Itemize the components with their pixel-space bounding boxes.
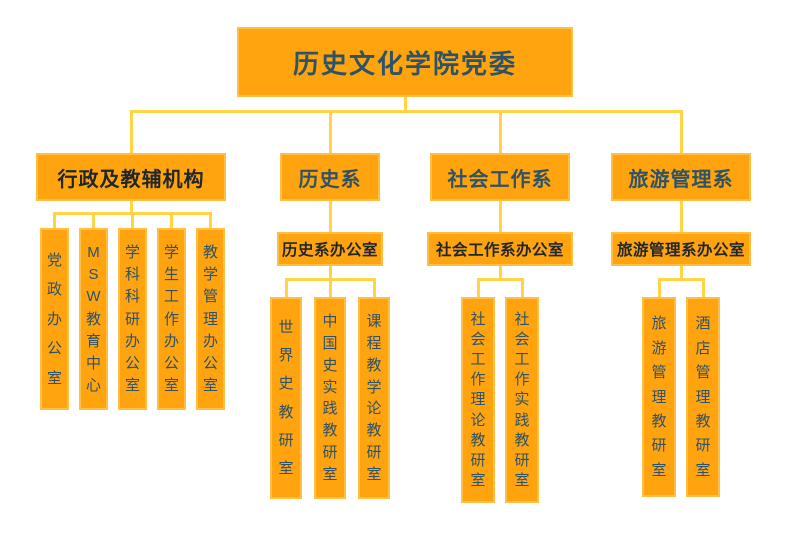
connector-line	[329, 110, 332, 153]
org-node-social-work-dept: 社会工作系	[430, 153, 570, 201]
connector-line	[53, 212, 56, 228]
connector-line	[285, 278, 288, 297]
org-leaf-chinese-history-practice: 中国史实践教研室	[314, 297, 346, 499]
connector-line	[404, 97, 407, 110]
connector-line	[680, 266, 683, 278]
org-leaf-tourism-management: 旅游管理教研室	[642, 297, 676, 497]
org-leaf-curriculum-pedagogy: 课程教学论教研室	[358, 297, 390, 499]
connector-line	[680, 110, 683, 153]
connector-line	[499, 110, 502, 153]
org-leaf-hotel-management: 酒店管理教研室	[686, 297, 720, 497]
connector-line	[477, 278, 480, 297]
connector-line	[130, 110, 133, 153]
org-node-tourism-office: 旅游管理系办公室	[611, 232, 751, 266]
connector-line	[477, 278, 524, 281]
org-leaf-research-office: 学科科研办公室	[118, 228, 147, 410]
org-leaf-social-work-theory: 社会工作理论教研室	[461, 297, 495, 503]
org-node-root: 历史文化学院党委	[237, 27, 573, 97]
connector-line	[658, 278, 705, 281]
connector-line	[131, 212, 134, 228]
connector-line	[329, 278, 332, 297]
org-node-history-dept-label: 历史系	[298, 168, 362, 191]
connector-line	[92, 212, 95, 228]
org-node-history-office: 历史系办公室	[277, 232, 383, 266]
connector-line	[130, 201, 133, 212]
org-node-social-work-dept-label: 社会工作系	[447, 168, 553, 191]
connector-line	[130, 110, 683, 113]
org-node-history-dept: 历史系	[280, 153, 380, 201]
connector-line	[658, 278, 661, 297]
connector-line	[702, 278, 705, 297]
org-leaf-teaching-admin-office: 教学管理办公室	[196, 228, 225, 410]
org-leaf-party-admin-office: 党政办公室	[40, 228, 69, 410]
org-node-history-office-label: 历史系办公室	[281, 242, 378, 259]
org-node-tourism-dept: 旅游管理系	[611, 153, 751, 201]
org-node-social-work-office-label: 社会工作系办公室	[435, 242, 564, 259]
org-node-root-label: 历史文化学院党委	[292, 48, 517, 79]
connector-line	[329, 201, 332, 232]
org-leaf-student-affairs-office: 学生工作办公室	[157, 228, 186, 410]
org-leaf-world-history: 世界史教研室	[270, 297, 302, 499]
org-leaf-social-work-practice: 社会工作实践教研室	[505, 297, 539, 503]
connector-line	[209, 212, 212, 228]
org-node-tourism-office-label: 旅游管理系办公室	[616, 242, 745, 259]
connector-line	[499, 201, 502, 232]
org-node-admin: 行政及教辅机构	[36, 153, 226, 201]
connector-line	[499, 266, 502, 278]
org-node-social-work-office: 社会工作系办公室	[427, 232, 573, 266]
connector-line	[521, 278, 524, 297]
connector-line	[373, 278, 376, 297]
org-node-tourism-dept-label: 旅游管理系	[628, 168, 734, 191]
org-node-admin-label: 行政及教辅机构	[57, 168, 205, 191]
connector-line	[680, 201, 683, 232]
connector-line	[170, 212, 173, 228]
connector-line	[329, 266, 332, 278]
